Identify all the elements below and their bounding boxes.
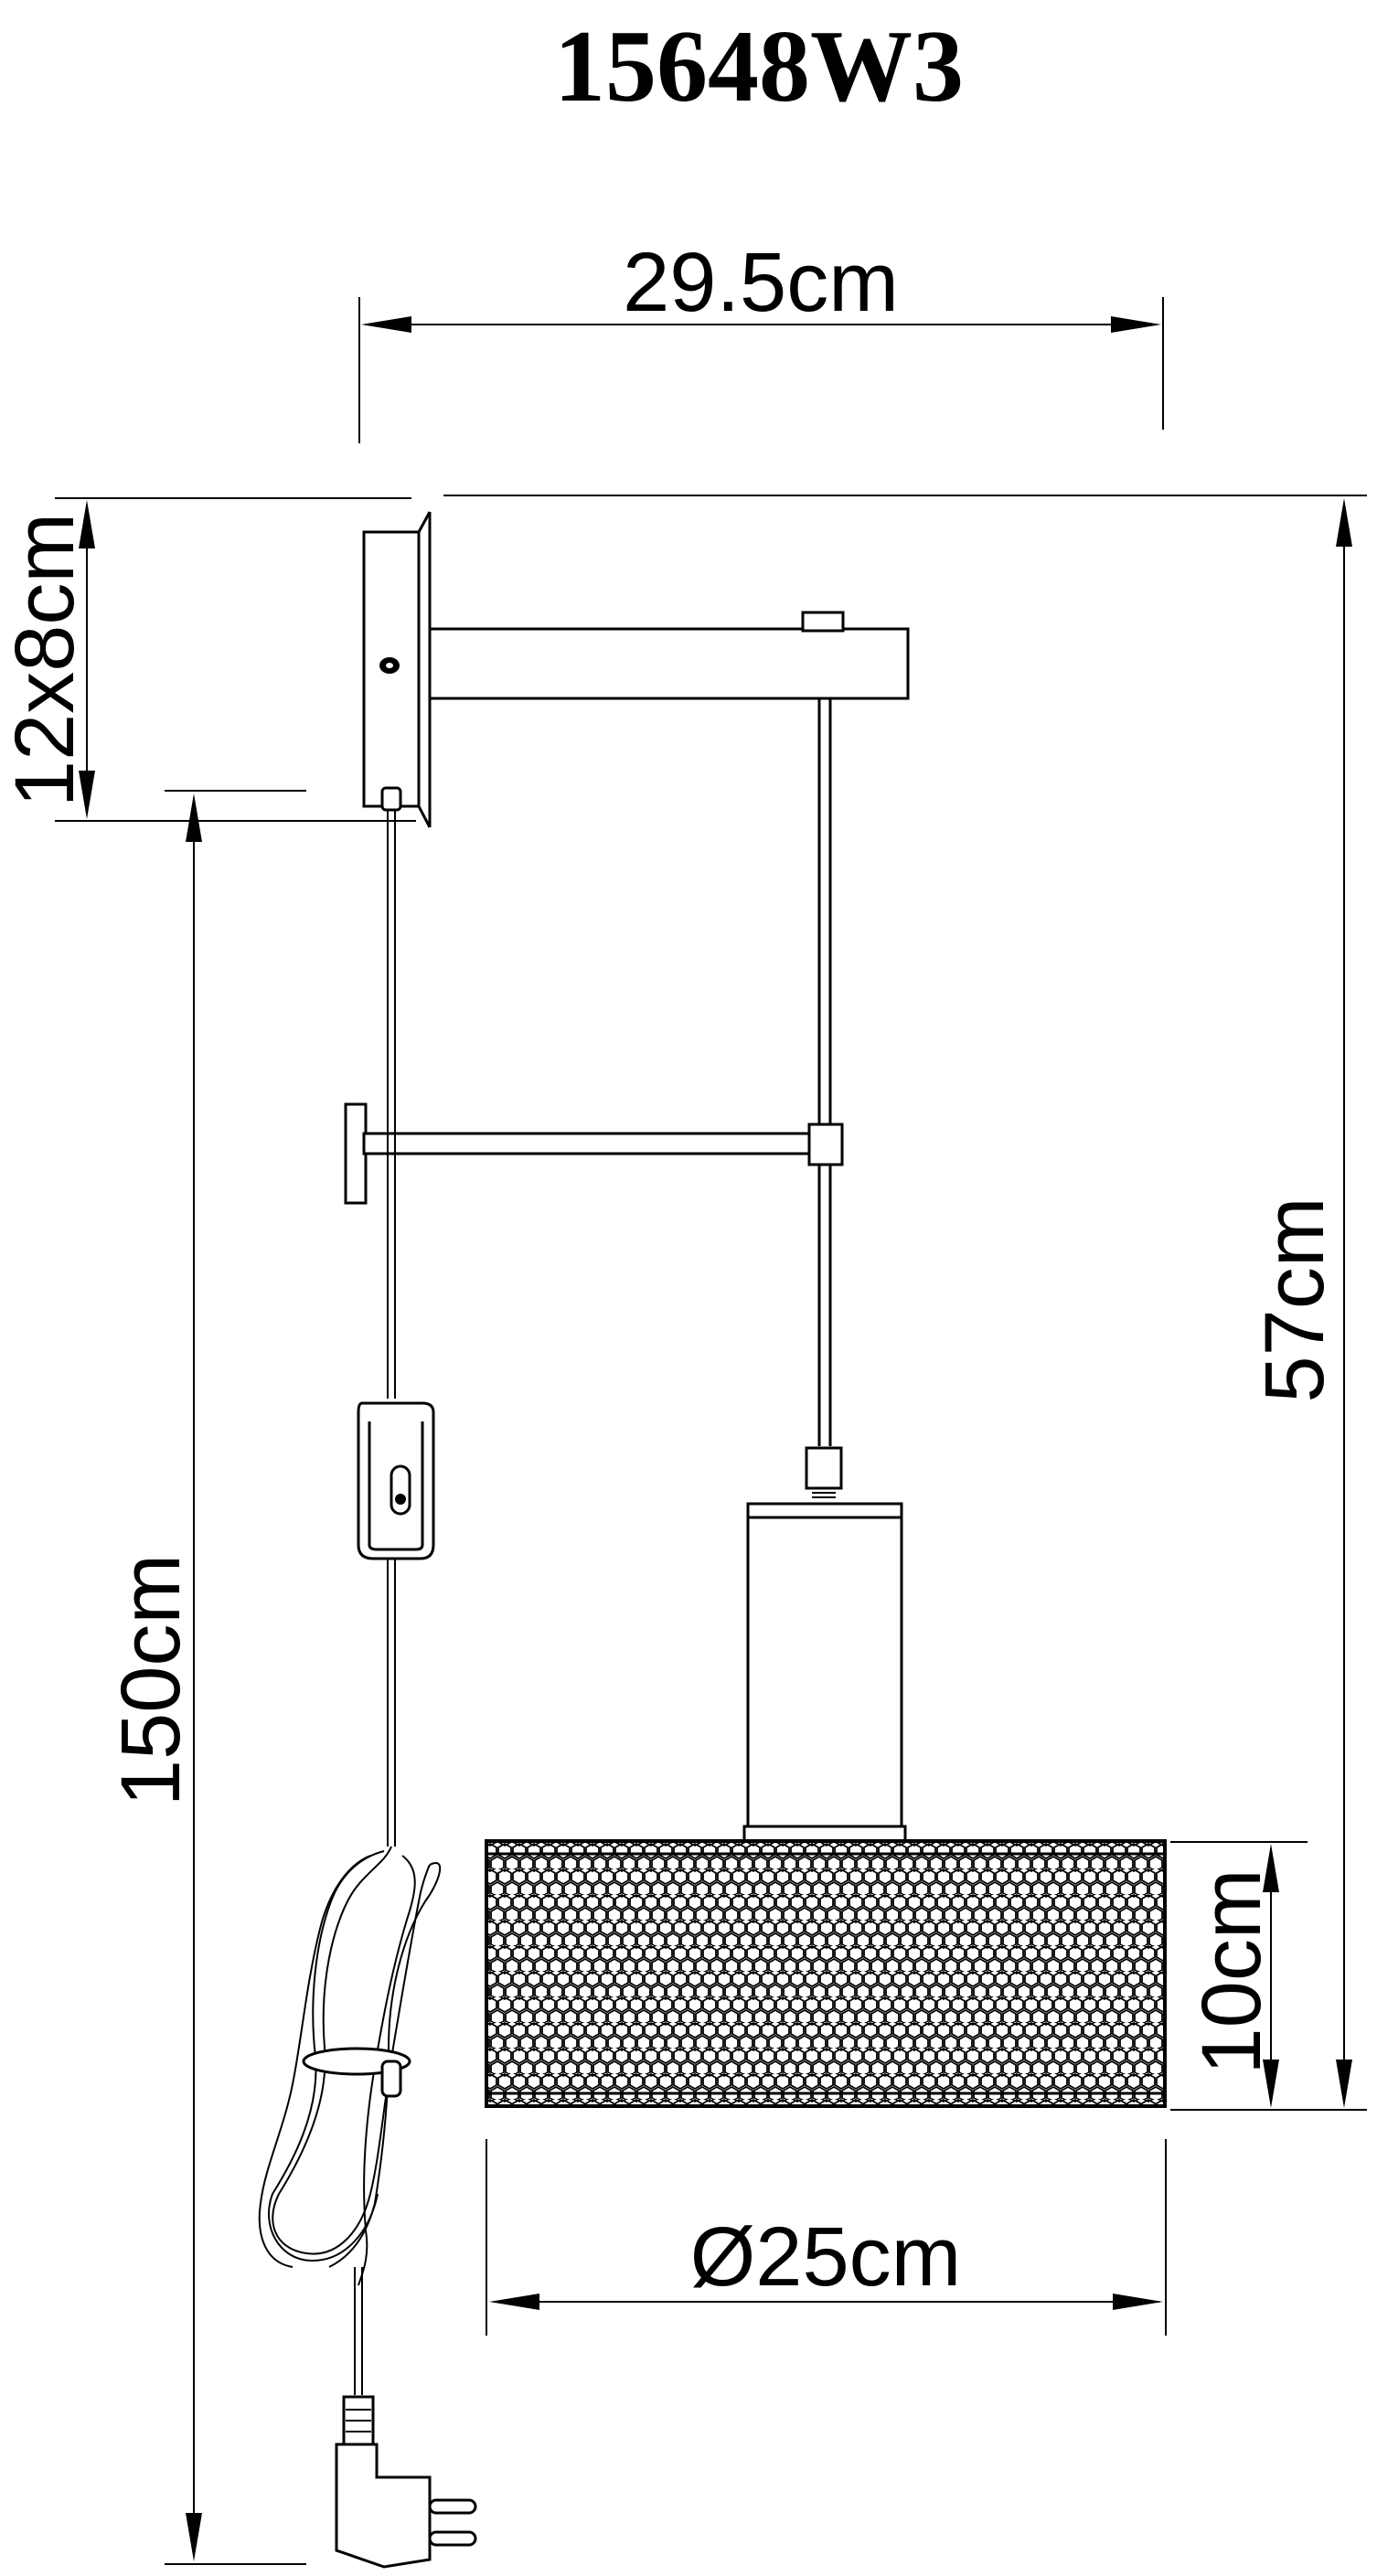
- plug-prong-top: [428, 2498, 477, 2515]
- plate-arrow-bottom: [79, 771, 95, 819]
- cable-label: 150cm: [104, 1554, 197, 1806]
- height-label: 57cm: [1248, 1198, 1341, 1403]
- height-arrow-top: [1336, 498, 1352, 547]
- cable-tie-tab: [380, 2060, 402, 2098]
- lower-arm: [362, 1132, 812, 1155]
- model-number: 15648W3: [554, 10, 964, 123]
- plate-arrow-top: [79, 500, 95, 548]
- socket-housing: [746, 1502, 903, 1835]
- width-arrow-left: [361, 316, 411, 333]
- wall-plate-edge-top: [417, 511, 432, 533]
- diameter-label: Ø25cm: [690, 2210, 962, 2304]
- shade-height-label: 10cm: [1185, 1869, 1278, 2075]
- wall-lamp: [258, 511, 1167, 2569]
- cable-exit-knob: [380, 786, 402, 812]
- wall-plate-edge-bottom: [417, 805, 432, 828]
- plate-screw-slot: [386, 663, 393, 668]
- cable-arrow-bottom: [186, 2513, 202, 2561]
- cable-coil-3: [328, 1862, 442, 2268]
- shade-arrow-top: [1263, 1844, 1279, 1892]
- upper-arm: [428, 627, 910, 700]
- cable-coil-2: [268, 1850, 385, 2262]
- switch-rocker: [390, 1464, 411, 1516]
- diameter-arrow-left: [489, 2294, 539, 2310]
- inline-switch-inner: [368, 1421, 424, 1551]
- switch-dot: [395, 1494, 406, 1505]
- shade-diameter-dimension: Ø25cm: [486, 2139, 1167, 2336]
- rod-connector: [805, 1446, 843, 1490]
- honeycomb-shade: [485, 1839, 1167, 2108]
- socket-base-ring: [742, 1825, 907, 1843]
- arm-knob: [801, 611, 845, 633]
- shade-height-dimension: 10cm: [1170, 1841, 1308, 2108]
- diameter-arrow-right: [1113, 2294, 1163, 2310]
- cable-arrow-top: [186, 793, 202, 842]
- height-arrow-bottom: [1336, 2060, 1352, 2108]
- height-dimension: 57cm: [443, 495, 1367, 2111]
- lower-arm-clamp: [807, 1123, 844, 1166]
- cable-coil-1: [272, 1846, 431, 2255]
- width-arrow-right: [1111, 316, 1161, 333]
- plate-label: 12x8cm: [0, 513, 91, 807]
- mount-plate-dimension: 12x8cm: [0, 497, 416, 822]
- width-label: 29.5cm: [623, 236, 899, 329]
- shade-arrow-bottom: [1263, 2060, 1279, 2108]
- width-dimension: 29.5cm: [358, 236, 1164, 443]
- cable-length-dimension: 150cm: [104, 790, 306, 2565]
- cable-coil-5: [258, 1855, 371, 2268]
- plug-body: [335, 2443, 432, 2569]
- plug-prong-bottom: [428, 2530, 477, 2547]
